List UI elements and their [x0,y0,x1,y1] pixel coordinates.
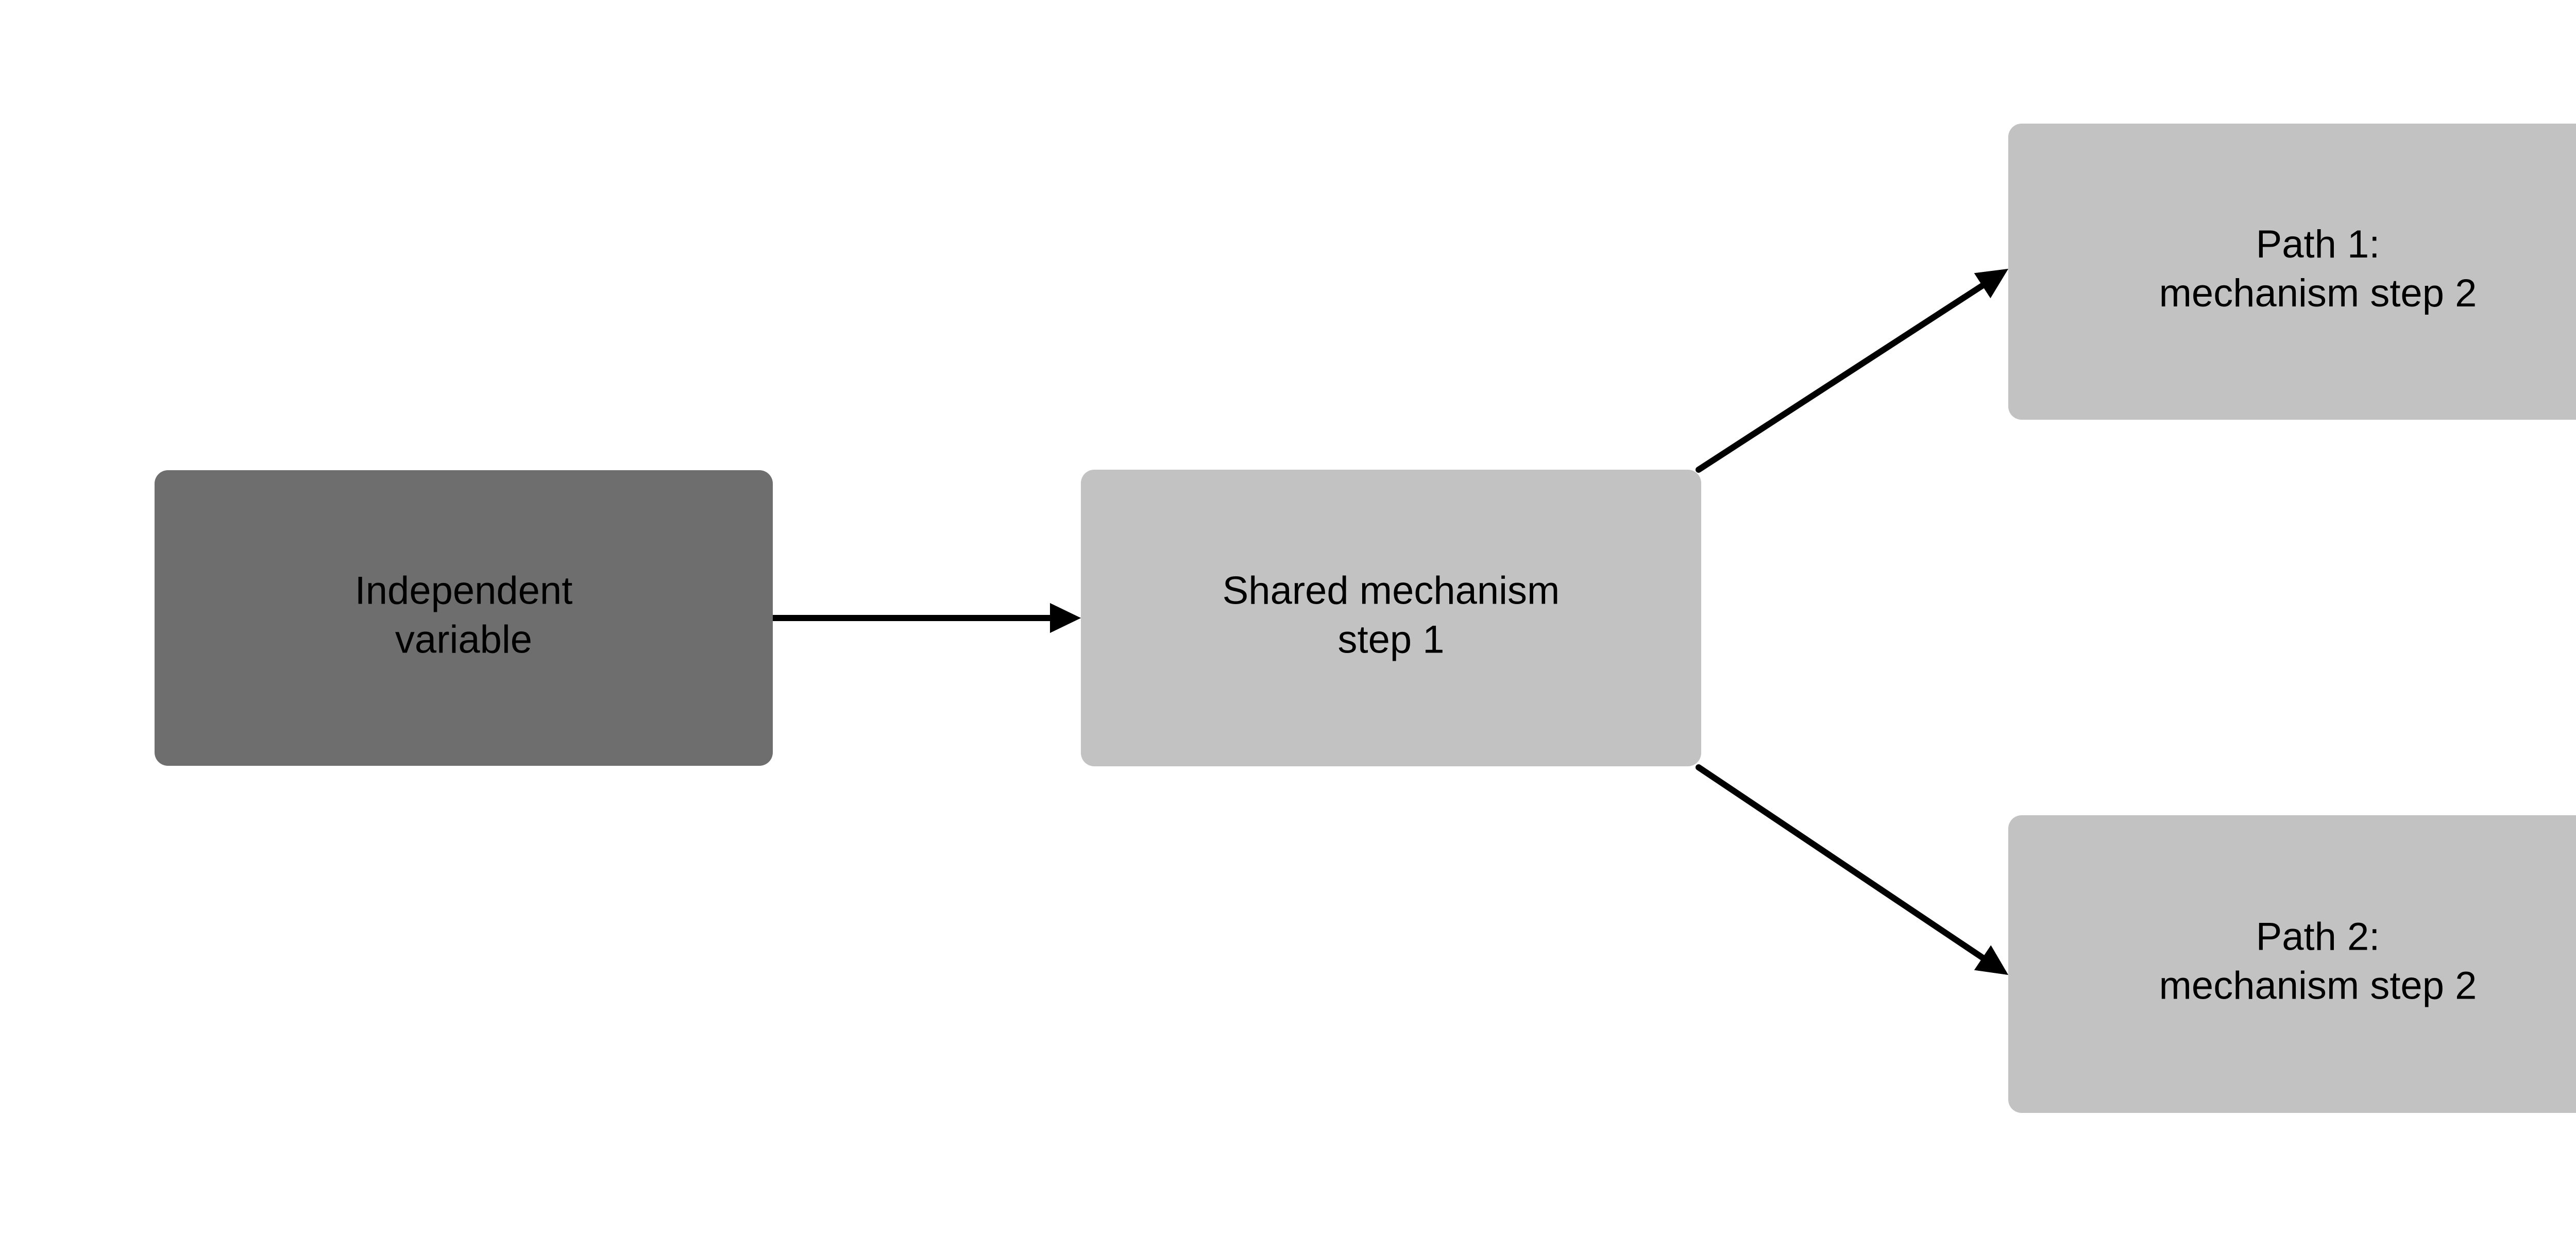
node-path-1-mechanism-step-2[interactable]: Path 1:mechanism step 2 [2008,124,2576,420]
node-path-2-mechanism-step-2[interactable]: Path 2:mechanism step 2 [2008,815,2576,1113]
edge-independent-to-shared [770,603,1081,633]
node-label: Path 2:mechanism step 2 [2159,915,2477,1008]
arrowhead-icon [1974,269,2008,298]
node-box[interactable] [2008,124,2576,420]
node-box[interactable] [155,470,773,766]
arrowhead-icon [1974,945,2008,975]
arrowhead-icon [1050,603,1081,633]
node-box[interactable] [2008,815,2576,1113]
node-box[interactable] [1081,470,1701,766]
arrowhead-overlay-layer [1050,269,2008,975]
edge-shared-to-path-1 [1696,269,2008,473]
edge-shared-to-path-2 [1696,764,2008,975]
node-label: Path 1:mechanism step 2 [2159,222,2477,315]
edge-line [1696,764,1993,966]
edge-line [1696,278,1993,473]
